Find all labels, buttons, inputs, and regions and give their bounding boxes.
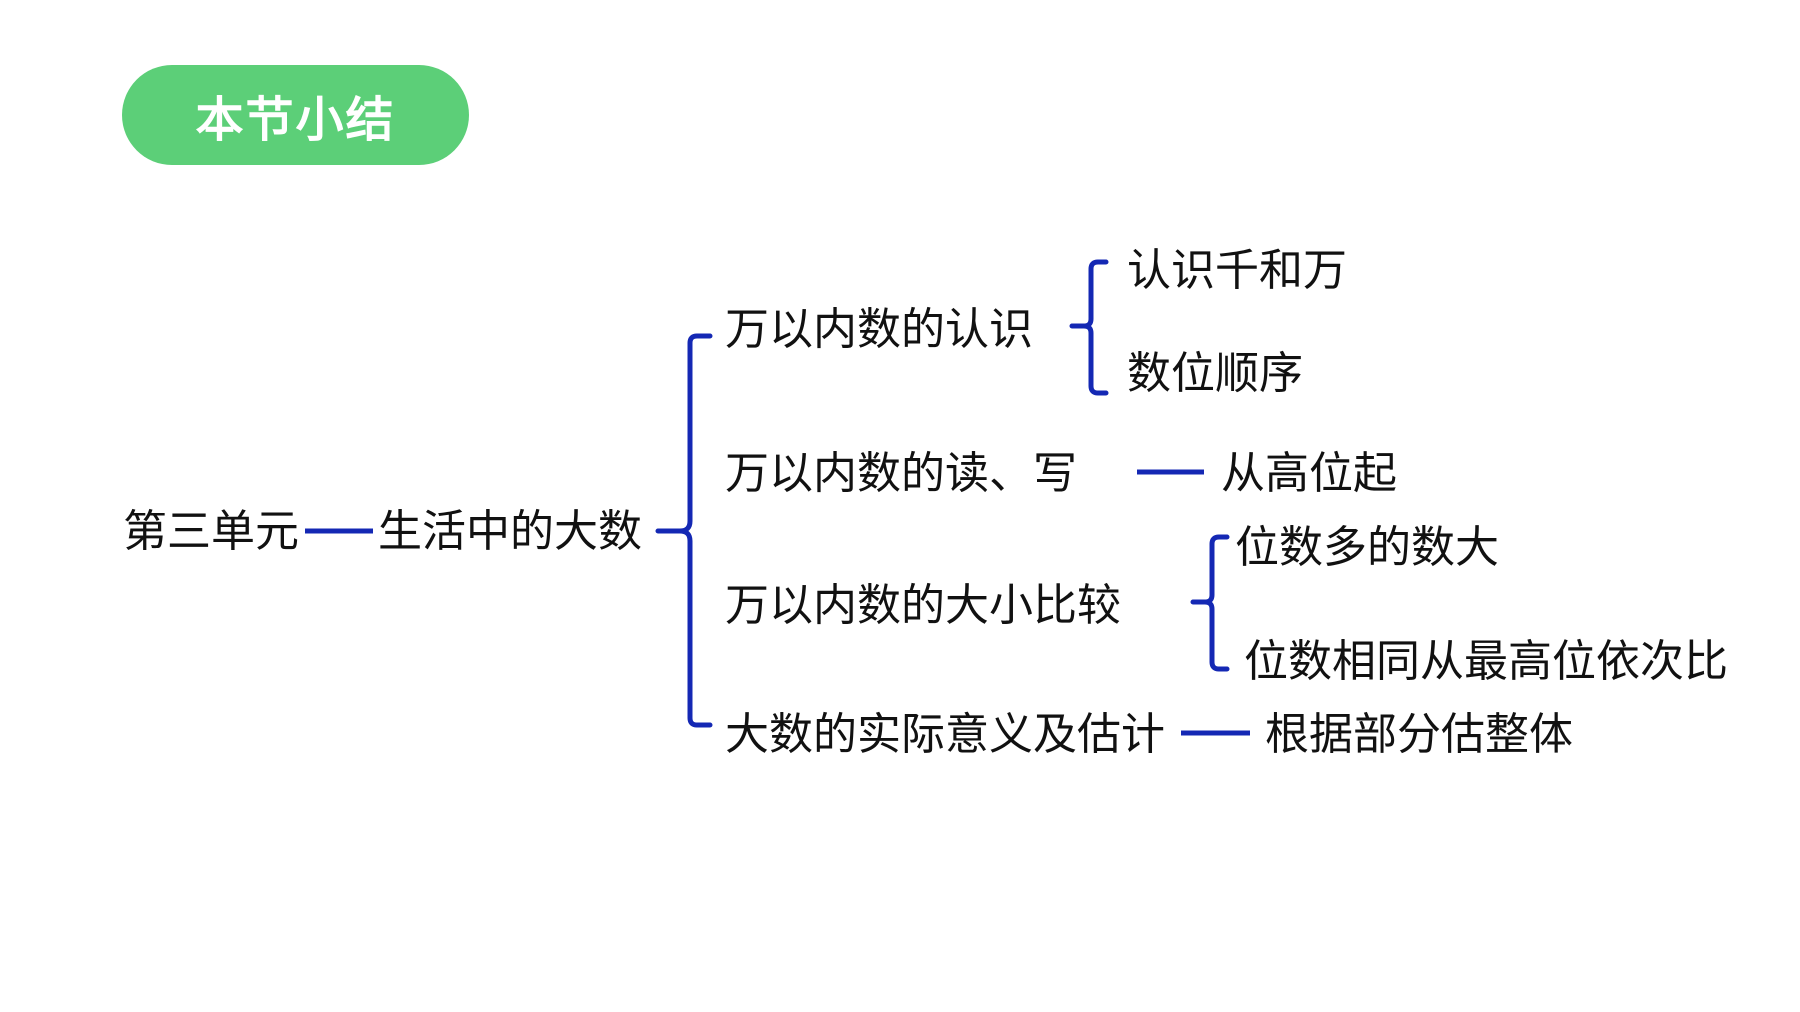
branch-1-child-2: 数位顺序 <box>1127 348 1303 399</box>
branch-4-child-1: 根据部分估整体 <box>1265 709 1573 760</box>
branch-2-node: 万以内数的读、写 <box>725 448 1077 499</box>
section-summary-title: 本节小结 <box>195 92 396 148</box>
branch-3-child-1: 位数多的数大 <box>1235 522 1499 573</box>
main-bracket <box>655 333 713 728</box>
branch-1-bracket <box>1069 259 1109 396</box>
branch-1-child-1: 认识千和万 <box>1127 245 1347 296</box>
branch-3-bracket <box>1190 534 1230 672</box>
root-node: 第三单元 <box>123 506 299 557</box>
branch-3-node: 万以内数的大小比较 <box>725 580 1121 631</box>
section-summary-badge: 本节小结 <box>122 65 469 165</box>
branch-2-child-1: 从高位起 <box>1221 448 1397 499</box>
branch-3-child-2: 位数相同从最高位依次比 <box>1244 636 1728 687</box>
topic-node: 生活中的大数 <box>378 506 642 557</box>
branch-4-node: 大数的实际意义及估计 <box>725 709 1165 760</box>
branch-1-node: 万以内数的认识 <box>725 304 1033 355</box>
